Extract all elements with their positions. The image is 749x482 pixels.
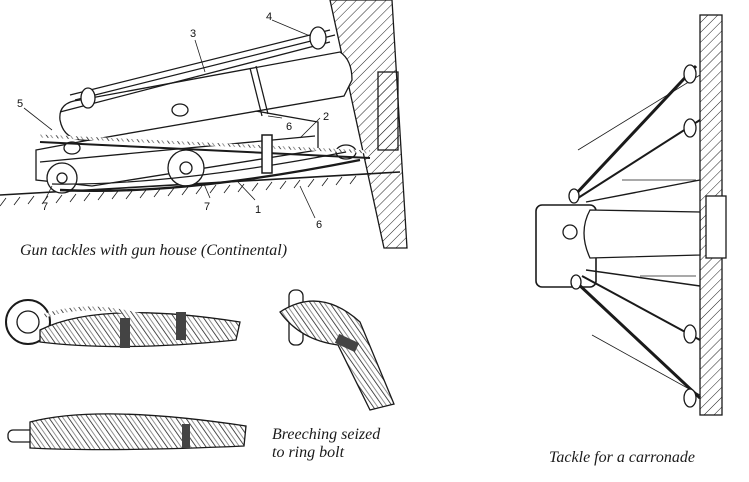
callout-4: 4 [266,11,272,23]
carronade-diagram [535,14,727,416]
deck-hatching [0,175,357,207]
callout-labels: 3 4 5 2 6 1 6 7 7 [17,11,329,231]
breeching-ring-illustration [5,299,241,348]
carronade-barrel [583,209,701,259]
breeching-caption-line2: to ring bolt [272,444,345,461]
breeching-caption-line1: Breeching seized [272,426,381,443]
gun-tackle-diagram [0,0,408,249]
gun-tackles-caption: Gun tackles with gun house (Continental) [20,242,288,259]
callout-6-lower: 6 [316,219,322,231]
front-wheel [167,149,205,187]
carronade-caption: Tackle for a carronade [549,449,695,466]
callout-7-left: 7 [42,201,48,213]
gun-port [377,71,399,151]
callout-2: 2 [323,111,329,123]
breeching-bolt-illustration [7,413,247,451]
callout-3: 3 [190,28,196,40]
callout-1: 1 [255,204,261,216]
callout-5: 5 [17,98,23,110]
callout-7-center: 7 [204,201,210,213]
ring-bolt-seizing-illustration [279,289,395,411]
rear-wheel [46,162,78,194]
callout-6-upper: 6 [286,121,292,133]
